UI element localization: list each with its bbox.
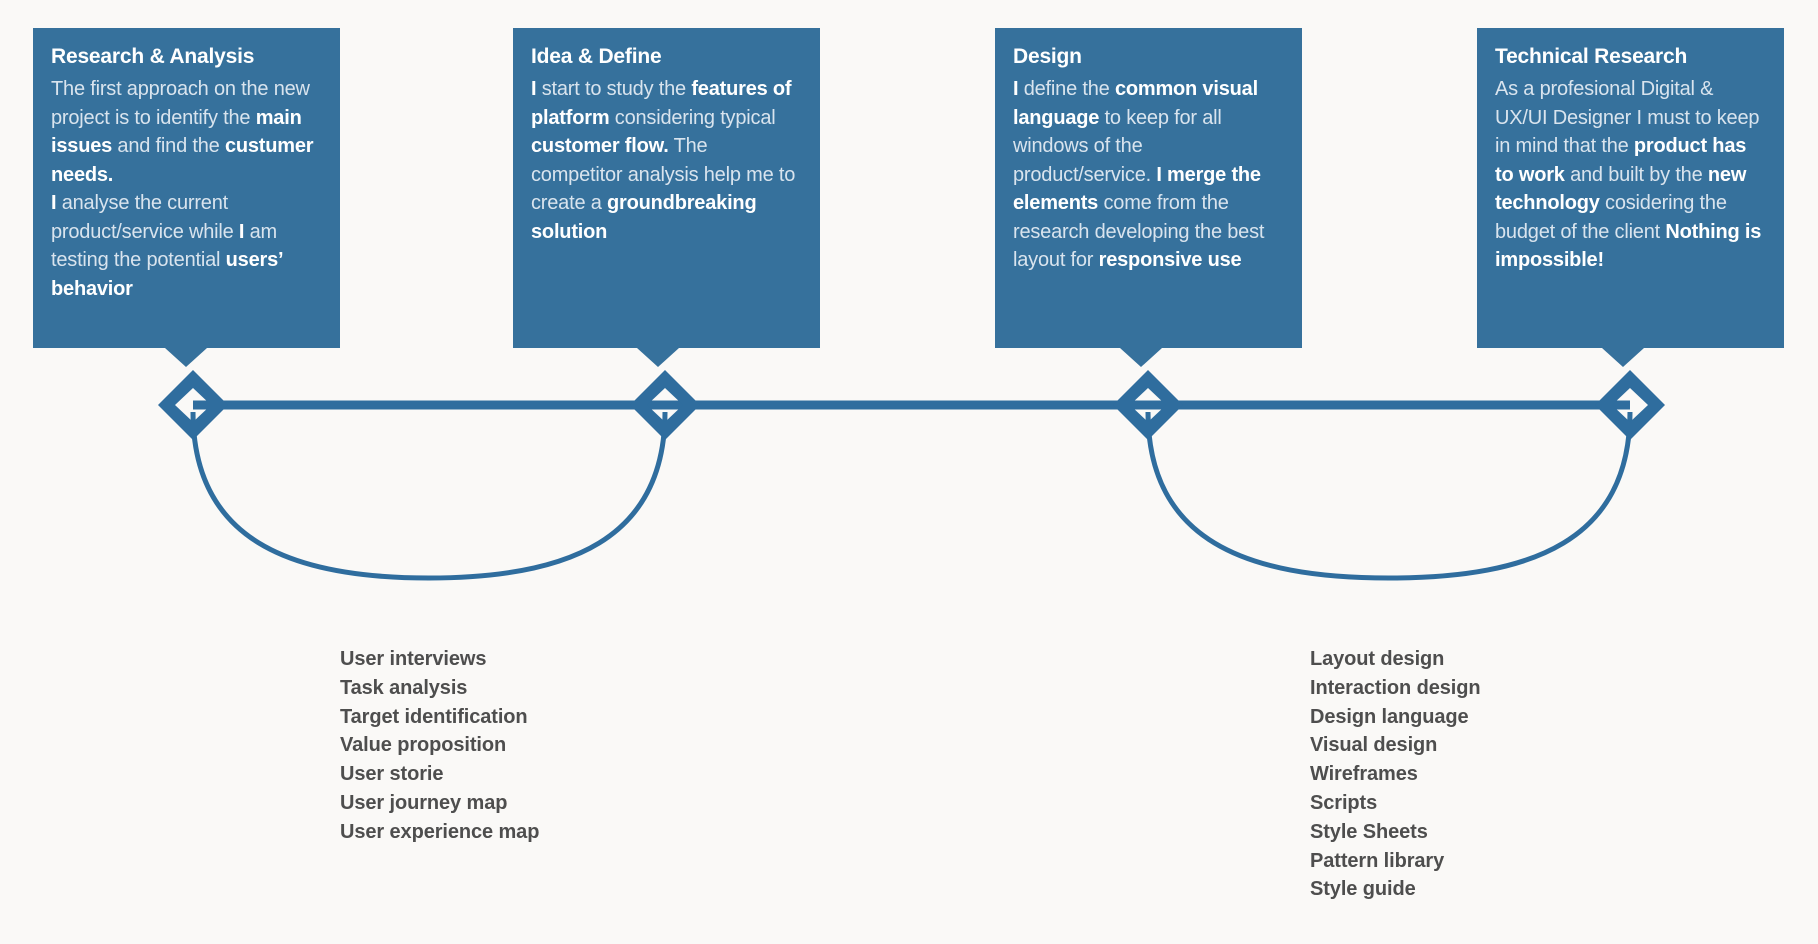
phase-body: As a profesional Digital & UX/UI Designe… [1495, 78, 1762, 272]
phase-body: The first approach on the new project is… [51, 78, 314, 300]
phase-title: Research & Analysis [51, 45, 255, 68]
list-item: Layout design [1310, 648, 1445, 670]
card-pointer-4 [1602, 348, 1644, 367]
list-item: User interviews [340, 648, 487, 670]
phase-title: Idea & Define [531, 45, 662, 68]
list-item: User journey map [340, 791, 508, 814]
milestone-diamond-3[interactable] [1113, 370, 1183, 440]
arc-design-to-technical [1145, 411, 1633, 581]
milestone-diamonds [158, 370, 1665, 440]
list-item: Task analysis [340, 676, 468, 699]
list-item: Interaction design [1310, 676, 1481, 699]
list-item: Style guide [1310, 878, 1416, 901]
list-item: Wireframes [1310, 763, 1418, 786]
list-item: Pattern library [1310, 849, 1445, 872]
phase-card-idea-define[interactable]: Idea & Define I start to study the featu… [513, 28, 820, 348]
list-item: User experience map [340, 820, 540, 843]
phase-body: I start to study the features of platfor… [531, 78, 796, 243]
arc-research-to-idea [190, 411, 668, 581]
phase-title: Design [1013, 45, 1082, 68]
milestone-diamond-4[interactable] [1595, 370, 1665, 440]
milestone-diamond-1[interactable] [158, 370, 228, 440]
card-pointer-3 [1120, 348, 1162, 367]
list-item: Scripts [1310, 791, 1378, 814]
list-item: Visual design [1310, 734, 1438, 757]
list-item: Value proposition [340, 734, 507, 757]
phase-card-technical-research[interactable]: Technical Research As a profesional Digi… [1477, 28, 1784, 348]
phase-card-design[interactable]: Design I define the common visual langua… [995, 28, 1302, 348]
list-item: Design language [1310, 705, 1469, 728]
phase-title: Technical Research [1495, 45, 1688, 68]
list-item: Target identification [340, 705, 528, 728]
phase-card-research-analysis[interactable]: Research & Analysis The first approach o… [33, 28, 340, 348]
card-pointer-2 [637, 348, 679, 367]
list-item: User storie [340, 763, 444, 786]
card-pointer-1 [165, 348, 207, 367]
milestone-diamond-2[interactable] [630, 370, 700, 440]
phase-body: I define the common visual language to k… [1013, 78, 1265, 272]
list-item: Style Sheets [1310, 820, 1428, 843]
